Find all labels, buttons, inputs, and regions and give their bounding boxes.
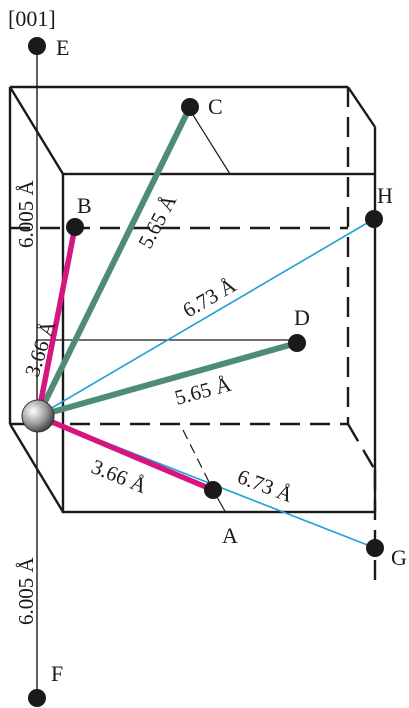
mid-bonds	[35, 104, 300, 419]
label-H: H	[377, 183, 393, 208]
point-labels: [001] E F C B H D A G	[8, 6, 407, 686]
bond-to-C	[35, 104, 193, 419]
bond-to-D	[35, 340, 300, 419]
distance-to-C: 5.65 Å	[133, 190, 181, 252]
label-F: F	[51, 661, 63, 686]
box-front-face	[61, 172, 377, 514]
atoms	[28, 37, 384, 707]
bond-to-B	[35, 224, 78, 419]
distance-vertical-bottom: 6.005 Å	[14, 557, 38, 626]
atom-D	[288, 334, 306, 352]
box-hidden-edges	[10, 87, 377, 580]
distance-vertical-top: 6.005 Å	[14, 180, 38, 249]
atom-C	[181, 98, 199, 116]
atom-E	[28, 37, 46, 55]
axis-label-001: [001]	[8, 6, 56, 31]
bond-to-A	[35, 413, 216, 493]
atom-A	[204, 481, 222, 499]
atom-B	[66, 218, 84, 236]
label-E: E	[56, 35, 69, 60]
label-C: C	[208, 94, 223, 119]
atom-H	[365, 210, 383, 228]
atom-G	[366, 539, 384, 557]
label-D: D	[294, 305, 310, 330]
guide-line-to-A	[182, 429, 214, 491]
bond-to-H	[37, 218, 375, 417]
label-A: A	[222, 523, 238, 548]
box-back-face-solid	[8, 85, 348, 424]
distance-to-B: 3.66 Å	[20, 317, 61, 380]
label-G: G	[391, 545, 407, 570]
origin-atom	[21, 399, 55, 433]
near-bonds	[35, 224, 216, 493]
distance-to-G: 6.73 Å	[234, 464, 297, 507]
label-B: B	[77, 193, 92, 218]
atom-F	[28, 689, 46, 707]
distance-labels: 6.005 Å 6.005 Å 3.66 Å 5.65 Å 6.73 Å 5.6…	[14, 180, 297, 626]
